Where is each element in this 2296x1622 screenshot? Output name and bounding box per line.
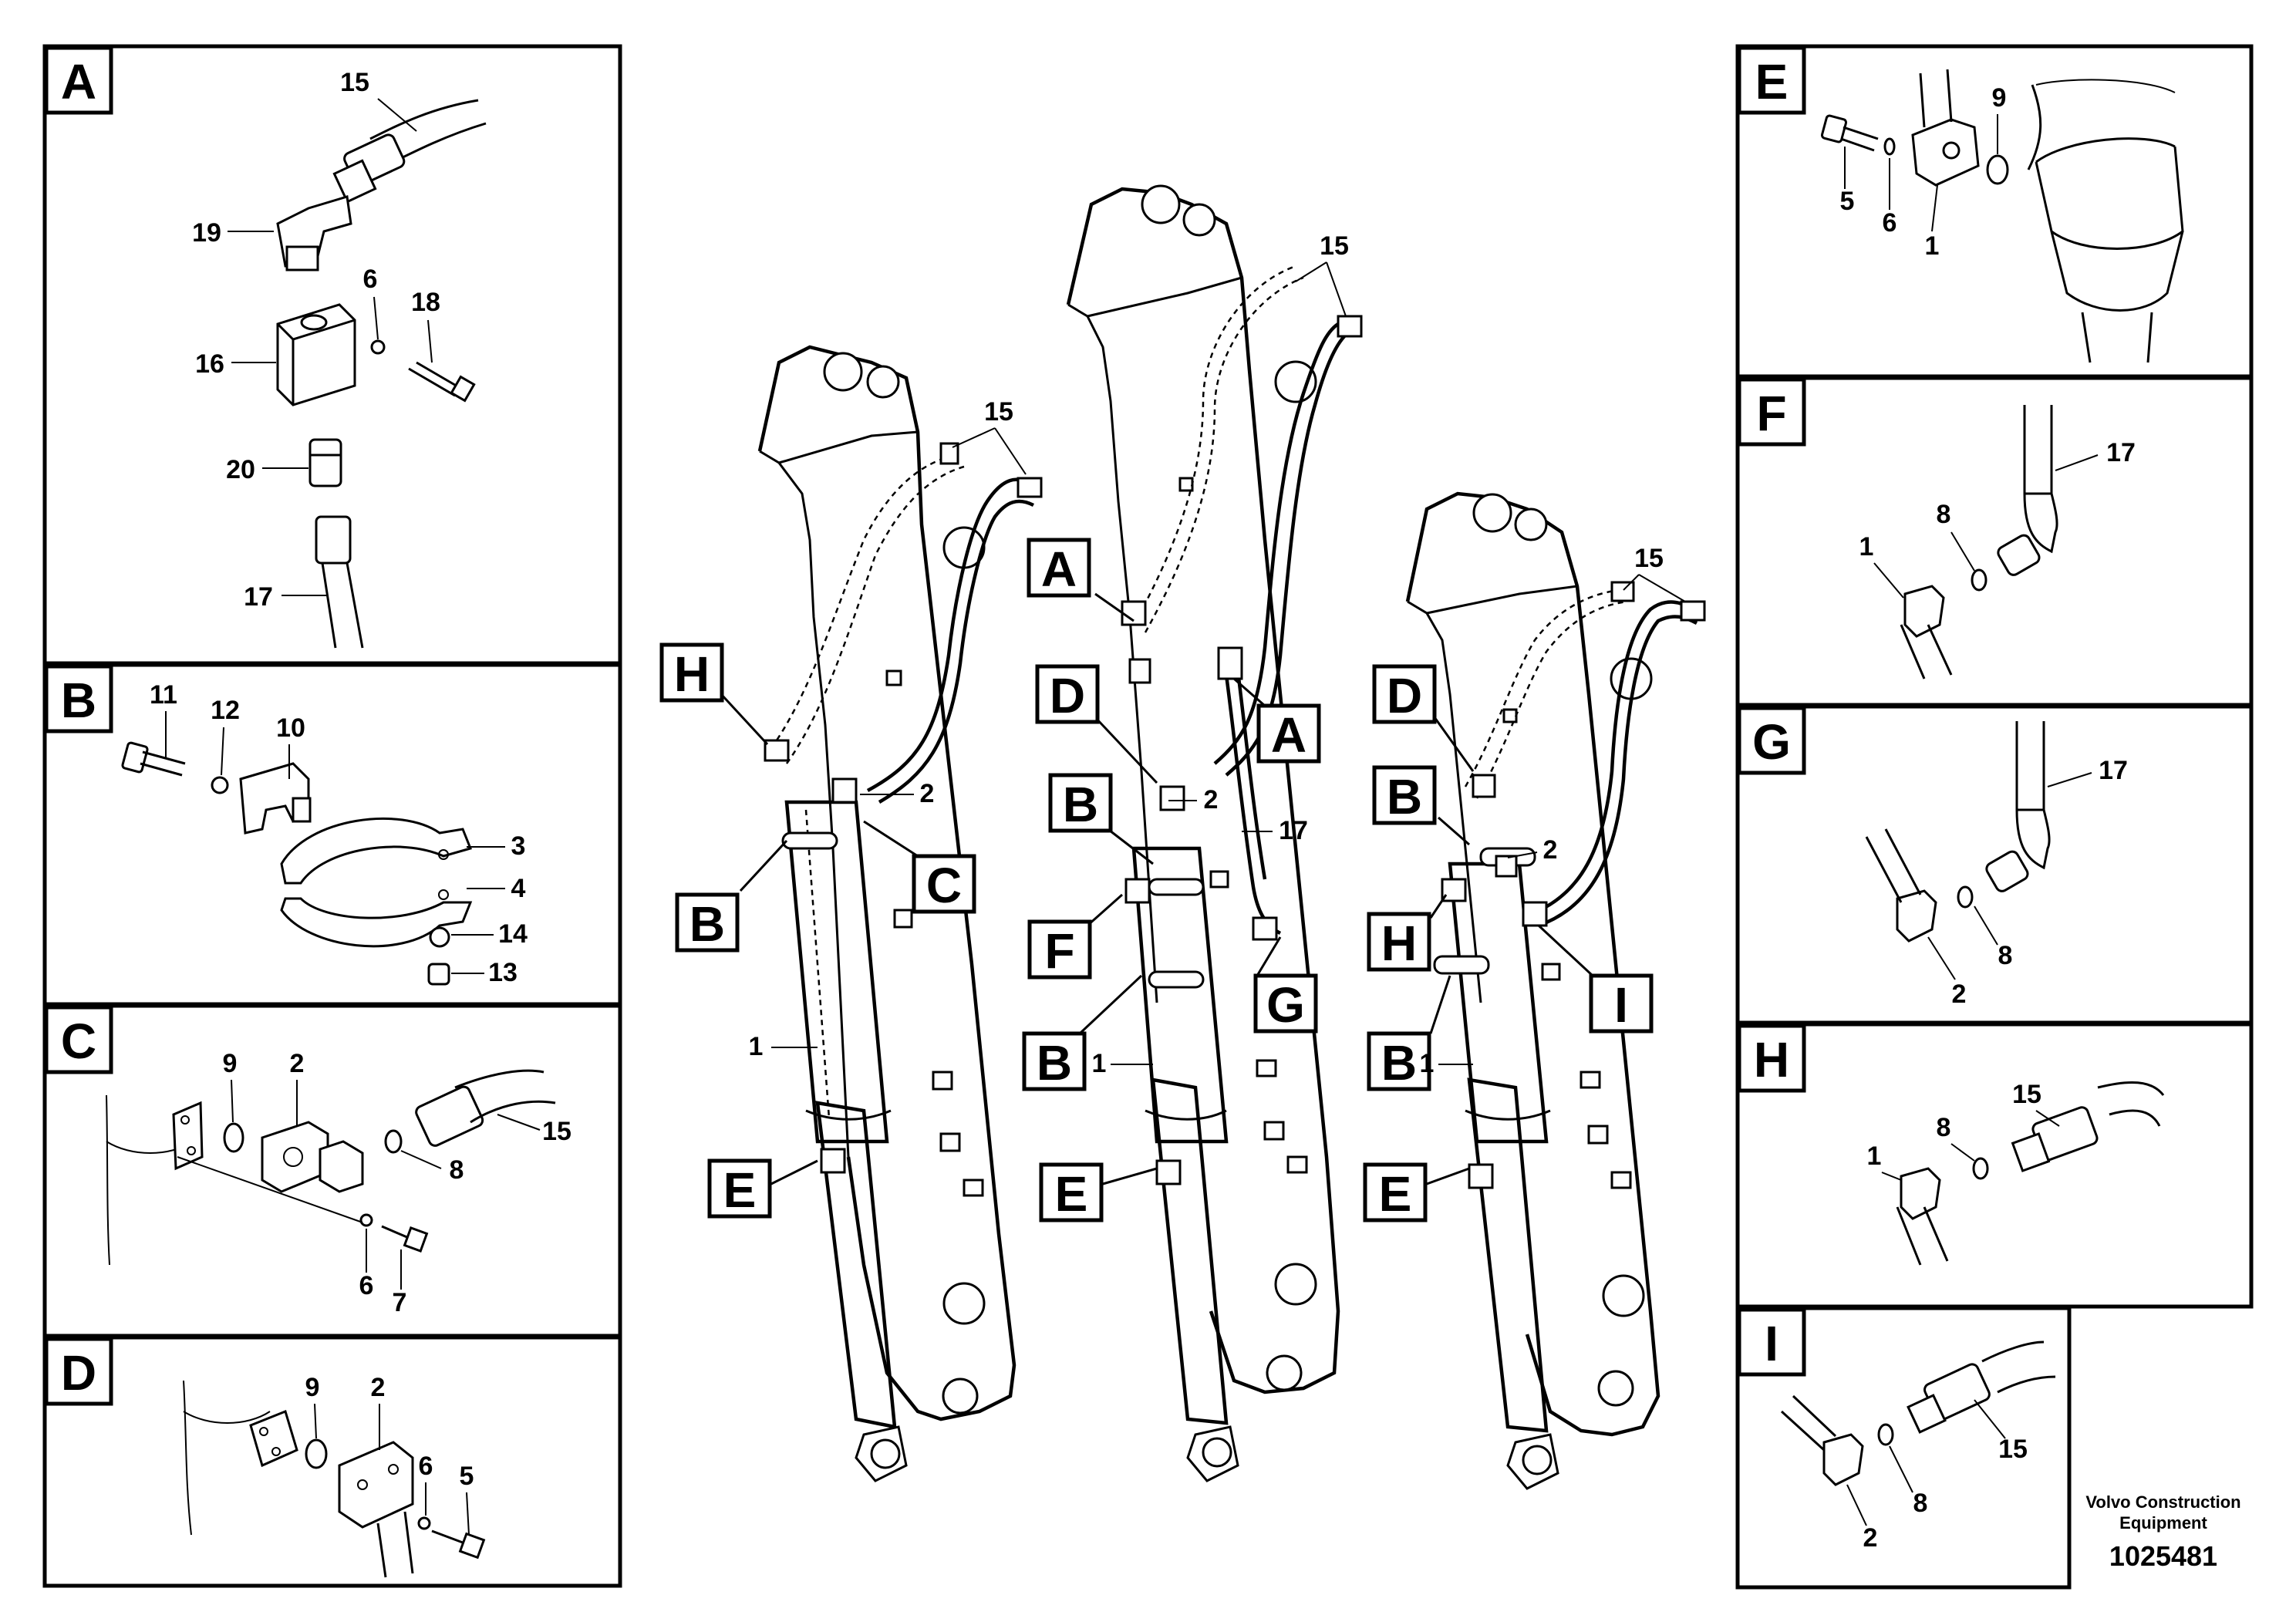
label-b-13: 13	[488, 958, 518, 987]
label-g-2: 2	[1952, 980, 1967, 1009]
tag-left-h: H	[674, 646, 710, 702]
label-a-15: 15	[340, 68, 369, 97]
tag-right-b1: B	[1387, 769, 1422, 824]
label-middle-2: 2	[1204, 785, 1219, 814]
detail-panel-g: G 17 8 2	[1735, 704, 2254, 1025]
label-i-2: 2	[1863, 1523, 1878, 1553]
label-d-5: 5	[460, 1462, 474, 1491]
label-c-7: 7	[393, 1288, 407, 1317]
label-a-20: 20	[226, 455, 255, 484]
footer: Volvo Construction Equipment 1025481	[2085, 1492, 2240, 1572]
tag-middle-e: E	[1055, 1166, 1088, 1222]
assembly-right: D B H B E I 15 2 1	[1363, 491, 1706, 1490]
label-f-1: 1	[1859, 532, 1874, 561]
label-e-9: 9	[1992, 83, 2007, 113]
label-b-4: 4	[511, 874, 526, 903]
tag-middle-b2: B	[1037, 1035, 1072, 1091]
label-g-8: 8	[1998, 941, 2013, 970]
tag-right-h: H	[1381, 916, 1417, 971]
label-right-1: 1	[1420, 1049, 1435, 1078]
label-b-3: 3	[511, 831, 526, 861]
panel-e-letter: E	[1755, 54, 1789, 110]
panel-i-letter: I	[1765, 1316, 1778, 1371]
panel-g-letter: G	[1752, 714, 1791, 770]
label-i-15: 15	[1998, 1435, 2028, 1464]
assembly-left: H B C E 15 2 1	[659, 345, 1043, 1482]
label-middle-17: 17	[1279, 816, 1308, 845]
label-i-8: 8	[1913, 1489, 1928, 1518]
label-c-2: 2	[290, 1049, 305, 1078]
label-b-14: 14	[498, 919, 528, 949]
panel-a-letter: A	[61, 54, 96, 110]
brand-line-2: Equipment	[2119, 1513, 2207, 1533]
detail-panel-a: A 15 19 6 18 16 20 17	[42, 44, 622, 666]
label-a-6: 6	[363, 265, 378, 294]
label-a-17: 17	[244, 582, 273, 612]
brand-line-1: Volvo Construction	[2085, 1492, 2240, 1512]
tag-right-e: E	[1379, 1166, 1412, 1222]
panel-d-letter: D	[61, 1345, 96, 1401]
label-a-19: 19	[192, 218, 221, 248]
label-middle-1: 1	[1092, 1049, 1107, 1078]
tag-right-i: I	[1614, 977, 1628, 1033]
label-d-9: 9	[305, 1373, 320, 1402]
tag-right-b2: B	[1381, 1035, 1417, 1091]
label-b-10: 10	[276, 713, 305, 743]
panel-f-letter: F	[1756, 386, 1786, 441]
label-e-5: 5	[1840, 187, 1855, 216]
label-right-15: 15	[1634, 544, 1664, 573]
tag-middle-a1: A	[1041, 541, 1077, 597]
detail-panel-f: F 17 8 1	[1735, 376, 2254, 707]
tag-middle-f: F	[1044, 923, 1074, 979]
panel-h-letter: H	[1754, 1032, 1789, 1088]
tag-middle-b1: B	[1063, 777, 1098, 832]
detail-panel-d: D 9 2 6 5	[42, 1335, 622, 1588]
drawing-number: 1025481	[2109, 1540, 2217, 1572]
detail-panel-c: C 9 2 15 8 6 7	[42, 1003, 622, 1338]
tag-right-d: D	[1387, 668, 1422, 723]
label-a-18: 18	[411, 288, 440, 317]
label-left-1: 1	[749, 1032, 764, 1061]
label-a-16: 16	[195, 349, 224, 379]
label-c-9: 9	[223, 1049, 238, 1078]
label-d-2: 2	[371, 1373, 386, 1402]
label-b-11: 11	[150, 680, 177, 710]
tag-middle-a2: A	[1271, 707, 1306, 763]
detail-panel-i: I 15 8 2	[1735, 1306, 2072, 1590]
tag-left-b: B	[689, 896, 725, 952]
label-e-1: 1	[1925, 231, 1940, 261]
panel-b-letter: B	[61, 673, 96, 728]
tag-left-c: C	[926, 858, 962, 913]
label-e-6: 6	[1883, 208, 1897, 238]
label-h-15: 15	[2012, 1080, 2041, 1109]
label-f-8: 8	[1937, 500, 1951, 529]
tag-middle-d: D	[1050, 668, 1085, 723]
tag-middle-g: G	[1266, 977, 1305, 1033]
label-right-2: 2	[1543, 835, 1558, 865]
panel-c-letter: C	[61, 1013, 96, 1069]
label-middle-15: 15	[1320, 231, 1349, 261]
detail-panel-b: B 11 12 10 3 4 14 13	[42, 663, 622, 1007]
detail-panel-h: H 15 8 1	[1735, 1022, 2254, 1309]
label-c-6: 6	[359, 1271, 374, 1300]
label-g-17: 17	[2099, 756, 2128, 785]
label-h-1: 1	[1867, 1141, 1882, 1171]
label-left-15: 15	[984, 397, 1013, 427]
label-c-8: 8	[450, 1155, 464, 1185]
label-h-8: 8	[1937, 1113, 1951, 1142]
label-c-15: 15	[542, 1117, 571, 1146]
label-d-6: 6	[419, 1452, 433, 1481]
label-f-17: 17	[2106, 438, 2136, 467]
label-left-2: 2	[920, 779, 935, 808]
assembly-middle: A D B F B E A G 15 2 17 1	[1022, 184, 1363, 1482]
label-b-12: 12	[211, 696, 240, 725]
detail-panel-e: E 9 5 6 1	[1735, 44, 2254, 379]
tag-left-e: E	[723, 1162, 757, 1218]
